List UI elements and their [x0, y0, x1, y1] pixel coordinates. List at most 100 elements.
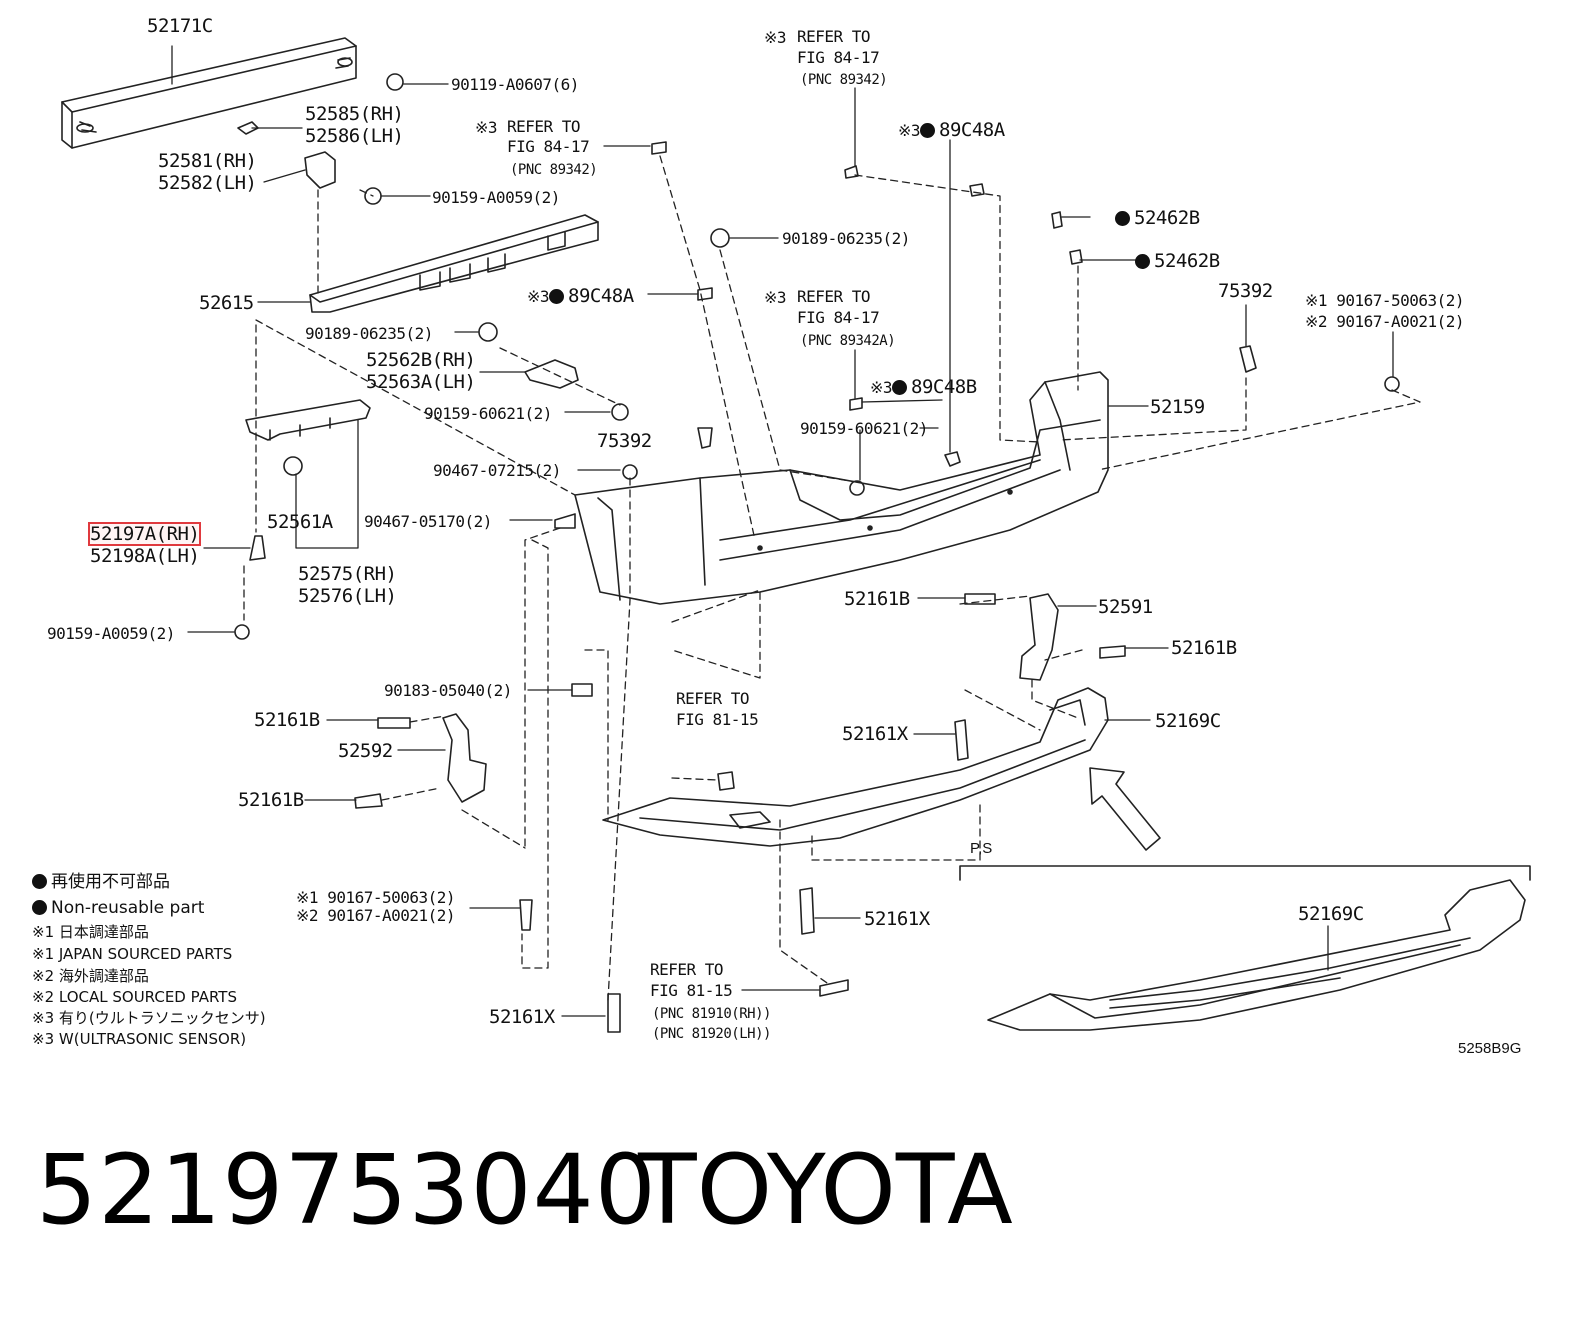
label-52161X-3: 52161X — [489, 1006, 555, 1028]
non-reusable-dot — [549, 289, 565, 304]
label-90167-note2-bottom: ※2 90167-A0021(2) — [296, 906, 456, 926]
label-52161X-1: 52161X — [842, 723, 908, 745]
label-90167-note1-top: ※1 90167-50063(2) — [1305, 291, 1465, 311]
label-90167-50063-b: 90167-50063(2) — [327, 888, 456, 907]
label-refer-1b: FIG 84-17 — [507, 137, 590, 156]
label-52582: 52582(LH) — [158, 172, 257, 194]
label-52592: 52592 — [338, 740, 393, 762]
legend-row-4: ※1 JAPAN SOURCED PARTS — [32, 945, 233, 963]
legend-row-3: ※1 日本調達部品 — [32, 923, 149, 941]
label-89C48A-mid: ※3 89C48A — [527, 286, 634, 307]
label-52159: 52159 — [1150, 396, 1205, 418]
label-52169C-1: 52169C — [1155, 710, 1221, 732]
legend-row-2: Non-reusable part — [32, 898, 204, 919]
bracket-52591 — [1019, 593, 1059, 681]
bracket-52581 — [304, 151, 336, 189]
note3-mark-6: ※3 — [870, 378, 893, 397]
label-75392-2: 75392 — [597, 430, 652, 452]
label-52576: 52576(LH) — [298, 585, 397, 607]
note3-mark-4: ※3 — [527, 287, 550, 306]
legend-text-2: Non-reusable part — [51, 898, 205, 918]
figure-code: 5258B9G — [1458, 1040, 1522, 1057]
label-52563A: 52563A(LH) — [366, 371, 476, 393]
legend-row-6: ※2 LOCAL SOURCED PARTS — [32, 988, 237, 1006]
label-52462B-1-row: 52462B — [1115, 208, 1200, 228]
non-reusable-dot — [892, 380, 908, 395]
label-90467-05170: 90467-05170(2) — [364, 512, 492, 531]
label-52198A: 52198A(LH) — [90, 545, 200, 567]
label-90189-06235-a: 90189-06235(2) — [305, 324, 433, 343]
note1-mark-2: ※1 — [296, 888, 319, 907]
label-52161X-2: 52161X — [864, 908, 930, 930]
label-52591: 52591 — [1098, 596, 1153, 618]
label-90167-A0021-b: 90167-A0021(2) — [327, 906, 456, 925]
non-reusable-dot — [32, 874, 47, 889]
non-reusable-dot — [920, 123, 936, 138]
legend-row-7: ※3 有り(ウルトラソニックセンサ) — [32, 1009, 266, 1027]
label-52581: 52581(RH) — [158, 150, 257, 172]
label-refer-1c: (PNC 89342) — [510, 162, 598, 178]
legend-row-8: ※3 W(ULTRASONIC SENSOR) — [32, 1030, 247, 1048]
label-90183-05040: 90183-05040(2) — [384, 681, 512, 700]
label-52615: 52615 — [199, 292, 254, 314]
label-refer-5a: REFER TO — [650, 960, 724, 979]
label-refer-2c: (PNC 89342) — [800, 72, 888, 88]
non-reusable-dot — [1115, 211, 1130, 226]
label-90119-A0607: 90119-A0607(6) — [451, 75, 579, 94]
label-refer-1a: REFER TO — [507, 117, 581, 136]
label-52462B-1: 52462B — [1134, 207, 1200, 229]
label-90159-A0059-b: 90159-A0059(2) — [47, 624, 175, 643]
note1-mark-1: ※1 — [1305, 291, 1328, 310]
label-89C48B: 89C48B — [911, 376, 977, 398]
label-refer-5b: FIG 81-15 — [650, 981, 733, 1000]
label-89C48B-row: ※3 89C48B — [870, 377, 977, 398]
label-52462B-2-row: 52462B — [1135, 251, 1220, 271]
view-arrow — [1089, 767, 1161, 851]
label-52169C-2: 52169C — [1298, 903, 1364, 925]
label-90167-A0021-a: 90167-A0021(2) — [1336, 312, 1465, 331]
bracket-52561A — [245, 399, 371, 441]
note2-mark-1: ※2 — [1305, 312, 1328, 331]
label-refer-2a: REFER TO — [797, 27, 871, 46]
label-52586: 52586(LH) — [305, 125, 404, 147]
note2-mark-2: ※2 — [296, 906, 319, 925]
label-refer-3a: REFER TO — [797, 287, 871, 306]
note3-mark-5: ※3 — [764, 288, 787, 307]
non-reusable-dot — [1135, 254, 1150, 269]
label-90167-note1-bottom: ※1 90167-50063(2) — [296, 888, 456, 908]
label-refer-3b: FIG 84-17 — [797, 308, 880, 327]
part-number: 5219753040 — [36, 1134, 657, 1246]
label-52575: 52575(RH) — [298, 563, 397, 585]
non-reusable-dot — [32, 900, 47, 915]
label-refer-4a: REFER TO — [676, 689, 750, 708]
label-90467-07215: 90467-07215(2) — [433, 461, 561, 480]
dashed-guides — [243, 155, 1421, 1001]
label-52161B-3: 52161B — [254, 709, 320, 731]
label-refer-3c: (PNC 89342A) — [800, 333, 896, 349]
label-52585: 52585(RH) — [305, 103, 404, 125]
label-89C48A-2: 89C48A — [568, 285, 634, 307]
label-52562B: 52562B(RH) — [366, 349, 476, 371]
leader-lines — [171, 45, 1394, 1017]
note3-mark-1: ※3 — [475, 118, 498, 137]
legend-row-5: ※2 海外調達部品 — [32, 967, 149, 985]
label-90167-50063-a: 90167-50063(2) — [1336, 291, 1465, 310]
label-refer-5d: (PNC 81920(LH)) — [652, 1026, 771, 1042]
brand-name: TOYOTA — [638, 1134, 1013, 1246]
note3-mark-3: ※3 — [898, 121, 921, 140]
legend-row-1: 再使用不可部品 — [32, 872, 170, 893]
label-refer-5c: (PNC 81910(RH)) — [652, 1006, 771, 1022]
ps-lower-cover — [959, 865, 1531, 1031]
label-90189-06235-b: 90189-06235(2) — [782, 229, 910, 248]
label-75392-1: 75392 — [1218, 280, 1273, 302]
note3-mark-2: ※3 — [764, 28, 787, 47]
bracket-52562B — [524, 359, 579, 389]
label-ps: P,S — [970, 840, 993, 857]
label-52561A: 52561A — [267, 511, 333, 533]
label-90159-60621-b: 90159-60621(2) — [800, 419, 928, 438]
label-52197A-highlighted[interactable]: 52197A(RH) — [87, 522, 202, 546]
label-52462B-2: 52462B — [1154, 250, 1220, 272]
bracket-52592 — [442, 713, 487, 803]
